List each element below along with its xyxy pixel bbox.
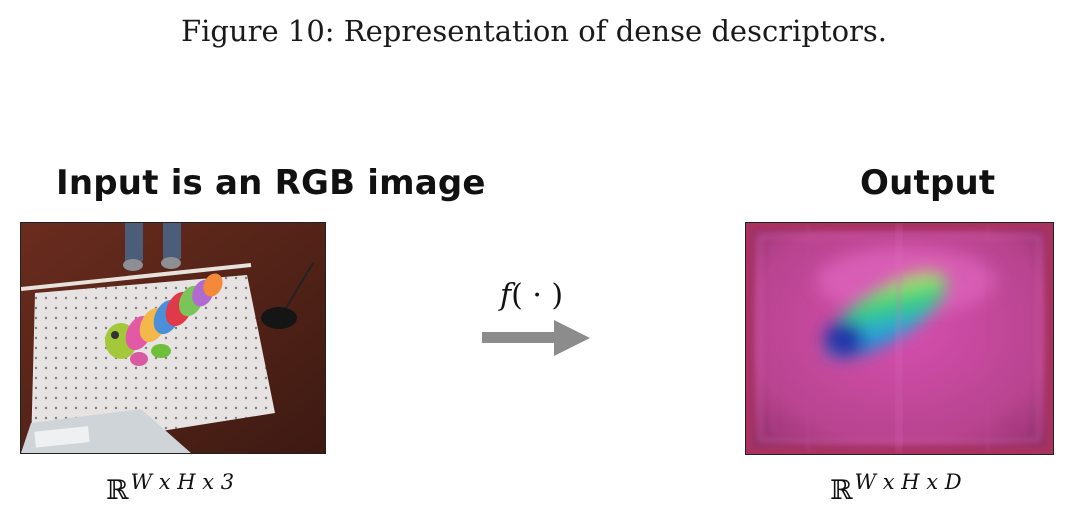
output-heading: Output xyxy=(860,163,996,203)
output-descriptor-image xyxy=(745,222,1054,455)
function-label: f( · ) xyxy=(500,278,563,313)
descriptor-visualization xyxy=(746,223,1053,454)
input-heading: Input is an RGB image xyxy=(56,163,486,203)
input-space-exponent: W x H x 3 xyxy=(130,470,235,494)
input-space-label: ℝW x H x 3 xyxy=(106,470,234,506)
output-space-label: ℝW x H x D xyxy=(830,470,962,506)
reals-symbol: ℝ xyxy=(106,475,129,506)
input-rgb-image xyxy=(20,222,326,454)
reals-symbol: ℝ xyxy=(830,475,853,506)
function-name: f xyxy=(500,278,512,313)
figure-caption: Figure 10: Representation of dense descr… xyxy=(180,14,887,48)
input-photo-illustration xyxy=(21,223,325,453)
function-args: ( · ) xyxy=(511,278,564,313)
output-space-exponent: W x H x D xyxy=(854,470,962,494)
right-arrow-icon xyxy=(482,320,590,356)
